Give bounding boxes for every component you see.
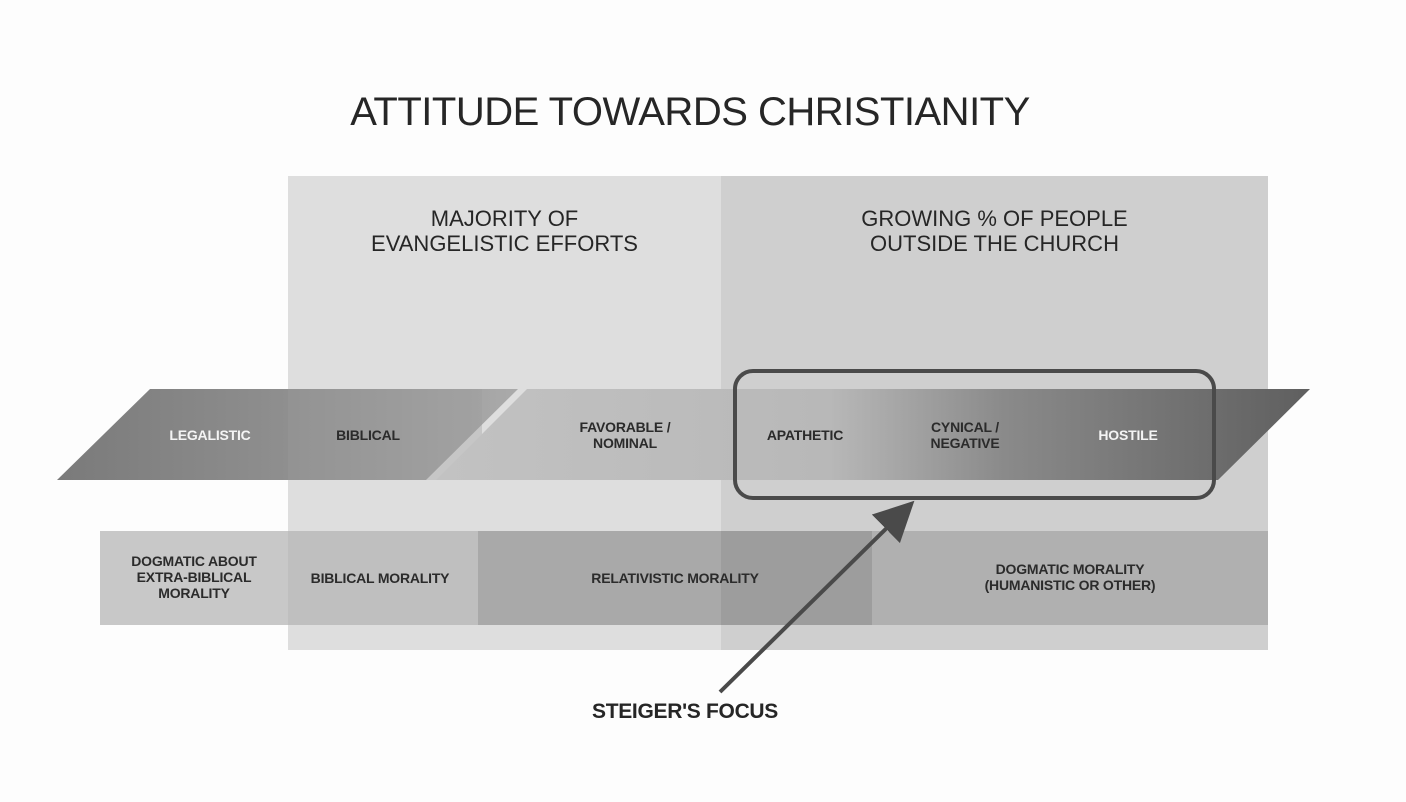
morality-segment-relativistic-left: [478, 531, 721, 625]
morality-relativistic: RELATIVISTIC MORALITY: [591, 570, 759, 586]
majority-heading-line1: MAJORITY OF: [430, 206, 579, 231]
majority-heading: MAJORITY OF EVANGELISTIC EFFORTS: [288, 206, 721, 256]
morality-segment-biblical: [288, 531, 478, 625]
attitude-favorable: FAVORABLE / NOMINAL: [555, 419, 695, 451]
majority-heading-line2: EVANGELISTIC EFFORTS: [371, 231, 638, 256]
attitude-cynical-line2: NEGATIVE: [930, 435, 1000, 451]
morality-dogmatic-extra-line3: MORALITY: [158, 585, 230, 601]
attitude-band-biblical-overlay: [288, 389, 482, 480]
morality-dogmatic-extra-line2: EXTRA-BIBLICAL: [136, 569, 252, 585]
morality-segment-dogmatic: [872, 531, 1268, 625]
growing-heading: GROWING % OF PEOPLE OUTSIDE THE CHURCH: [721, 206, 1268, 256]
morality-dogmatic-extra: DOGMATIC ABOUT EXTRA-BIBLICAL MORALITY: [105, 553, 283, 601]
attitude-band-right: [436, 389, 1310, 480]
attitude-cynical: CYNICAL / NEGATIVE: [905, 419, 1025, 451]
attitude-apathetic: APATHETIC: [766, 427, 844, 443]
focus-outline: [733, 369, 1216, 500]
attitude-biblical: BIBLICAL: [336, 427, 400, 443]
focus-arrow: [718, 500, 915, 694]
attitude-favorable-line1: FAVORABLE /: [579, 419, 671, 435]
growing-heading-line1: GROWING % OF PEOPLE: [861, 206, 1128, 231]
attitude-favorable-line2: NOMINAL: [593, 435, 657, 451]
diagram-title: ATTITUDE TOWARDS CHRISTIANITY: [350, 90, 1030, 134]
steigers-focus-label: STEIGER'S FOCUS: [591, 700, 779, 723]
morality-dogmatic-line1: DOGMATIC MORALITY: [995, 561, 1145, 577]
attitude-hostile: HOSTILE: [1098, 427, 1158, 443]
growing-heading-line2: OUTSIDE THE CHURCH: [870, 231, 1119, 256]
attitude-cynical-line1: CYNICAL /: [931, 419, 999, 435]
morality-dogmatic-line2: (HUMANISTIC OR OTHER): [984, 577, 1156, 593]
morality-dogmatic-extra-line1: DOGMATIC ABOUT: [131, 553, 257, 569]
morality-biblical: BIBLICAL MORALITY: [310, 570, 450, 586]
morality-segment-dogmatic-extra: [100, 531, 288, 625]
attitude-band-left: [57, 389, 518, 480]
morality-dogmatic: DOGMATIC MORALITY (HUMANISTIC OR OTHER): [940, 561, 1200, 593]
attitude-legalistic: LEGALISTIC: [169, 427, 251, 443]
morality-segment-relativistic-right: [721, 531, 872, 625]
